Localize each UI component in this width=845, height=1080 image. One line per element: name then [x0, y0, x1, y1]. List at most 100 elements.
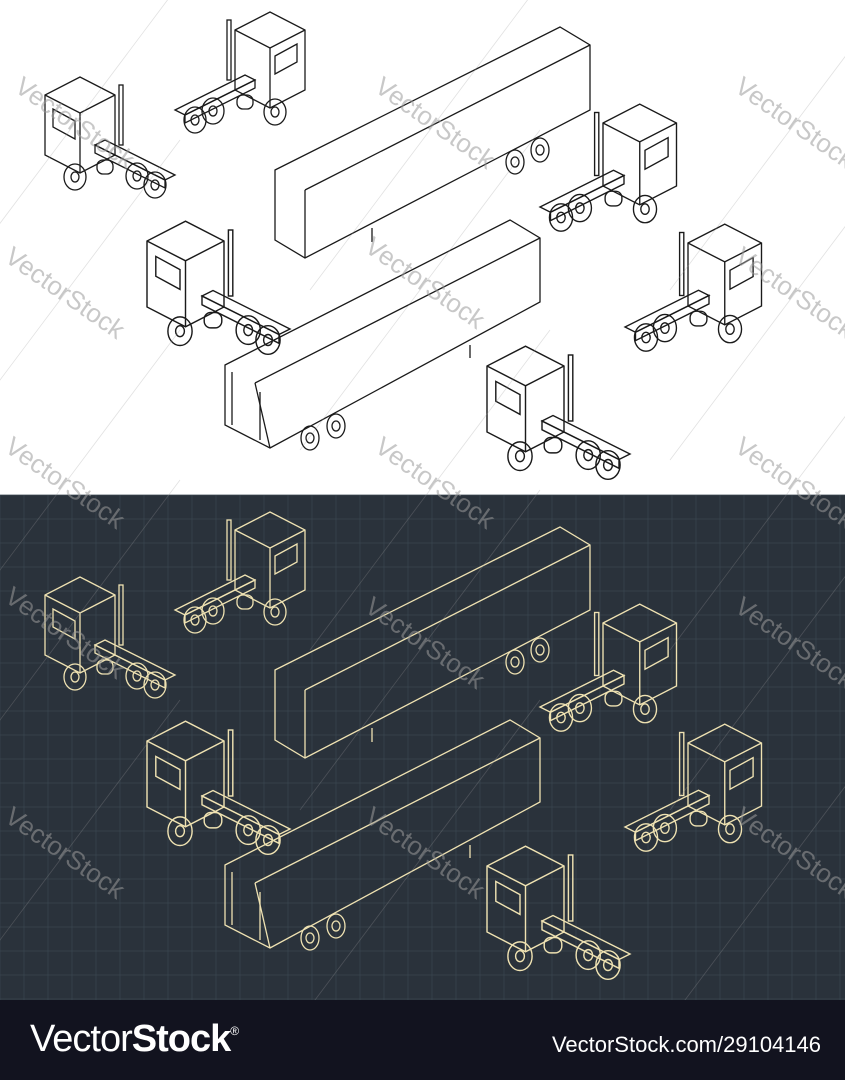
- exhaust-stack: [567, 854, 574, 922]
- cab: [602, 103, 678, 206]
- wheel: [300, 425, 320, 451]
- vectorstock-logo: VectorStock®: [30, 1018, 239, 1060]
- windshield: [274, 542, 298, 576]
- wheel: [201, 597, 225, 625]
- wheel: [63, 663, 87, 691]
- image-reference: VectorStock.com/29104146: [551, 1032, 821, 1057]
- wheel: [575, 940, 602, 971]
- windshield: [274, 42, 298, 76]
- trailer-box-top: [274, 26, 591, 259]
- wheel: [326, 413, 346, 439]
- wheel: [548, 203, 574, 232]
- wheel: [595, 449, 621, 481]
- truck-cabover-4: [486, 345, 632, 481]
- windshield: [495, 880, 521, 916]
- light-panel: [0, 0, 845, 495]
- wheel: [633, 323, 659, 352]
- exhaust-stack: [678, 731, 685, 797]
- wheel: [183, 106, 207, 134]
- fuel-tank: [96, 659, 114, 675]
- wheel: [183, 606, 207, 634]
- wheel: [167, 316, 193, 347]
- cab: [146, 220, 225, 328]
- windshield: [729, 756, 754, 791]
- wheel: [63, 163, 87, 191]
- wheel: [505, 149, 525, 175]
- fuel-tank: [604, 190, 623, 207]
- exhaust-stack: [567, 354, 574, 422]
- wheel: [652, 813, 678, 843]
- truck-cabover-2: [44, 76, 177, 199]
- wheel: [507, 441, 533, 472]
- wheel: [717, 814, 743, 844]
- wheel: [235, 815, 262, 846]
- watermark-line: [0, 0, 168, 224]
- watermark-line: [669, 55, 845, 291]
- watermark-line: [684, 785, 845, 1000]
- fuel-tank: [543, 936, 563, 954]
- windshield: [52, 607, 76, 641]
- cab: [486, 345, 565, 453]
- wheel: [326, 913, 346, 939]
- fuel-tank: [689, 810, 708, 827]
- wheel: [263, 98, 287, 126]
- cab: [486, 845, 565, 953]
- watermark-line: [669, 575, 845, 811]
- exhaust-stack: [227, 729, 234, 797]
- watermark-line: [314, 699, 541, 1000]
- watermark-line: [669, 225, 845, 461]
- wheel: [632, 194, 658, 224]
- watermark-line: [299, 129, 541, 451]
- windshield: [155, 255, 181, 291]
- wheel: [633, 823, 659, 852]
- truck-cabover-4: [486, 845, 632, 981]
- dark-drawings: [44, 511, 763, 981]
- truck-conventional-2: [146, 220, 292, 356]
- wheel: [235, 315, 262, 346]
- illustration: VectorStockVectorStockVectorStockVectorS…: [0, 0, 845, 1000]
- watermark-line: [0, 329, 181, 571]
- dark-blueprint-panel: [0, 495, 845, 1000]
- exhaust-stack: [227, 229, 234, 297]
- wheel: [530, 637, 550, 663]
- fuel-tank: [236, 94, 254, 110]
- wheel: [567, 693, 593, 723]
- watermark-line: [0, 479, 181, 721]
- trailer-box-top: [274, 526, 591, 759]
- fuel-tank: [203, 311, 223, 329]
- watermark-line: [0, 699, 181, 941]
- windshield: [52, 107, 76, 141]
- cab: [687, 723, 763, 826]
- wheel: [652, 313, 678, 343]
- wheel: [143, 171, 167, 199]
- fuel-tank: [604, 690, 623, 707]
- fuel-tank: [96, 159, 114, 175]
- exhaust-stack: [226, 519, 232, 581]
- wheel: [143, 671, 167, 699]
- exhaust-stack: [118, 84, 124, 146]
- cab: [44, 576, 116, 674]
- wheel: [632, 694, 658, 724]
- truck-conventional-1: [538, 603, 678, 732]
- windshield: [495, 380, 521, 416]
- truck-conventional-1: [538, 103, 678, 232]
- wheel: [530, 137, 550, 163]
- fuel-tank: [236, 594, 254, 610]
- wheel: [125, 162, 149, 190]
- exhaust-stack: [226, 19, 232, 81]
- windshield: [729, 256, 754, 291]
- cab: [234, 511, 306, 609]
- wheel: [167, 816, 193, 847]
- exhaust-stack: [593, 111, 600, 177]
- wheel: [255, 824, 281, 856]
- light-drawings: [44, 11, 763, 481]
- watermark-line: [299, 489, 541, 811]
- wheel: [201, 97, 225, 125]
- fuel-tank: [543, 436, 563, 454]
- wheel: [505, 649, 525, 675]
- wheel: [567, 193, 593, 223]
- wheel: [507, 941, 533, 972]
- watermark-line: [309, 329, 551, 651]
- trailer-refrigerated: [224, 219, 541, 451]
- watermark-line: [669, 415, 845, 651]
